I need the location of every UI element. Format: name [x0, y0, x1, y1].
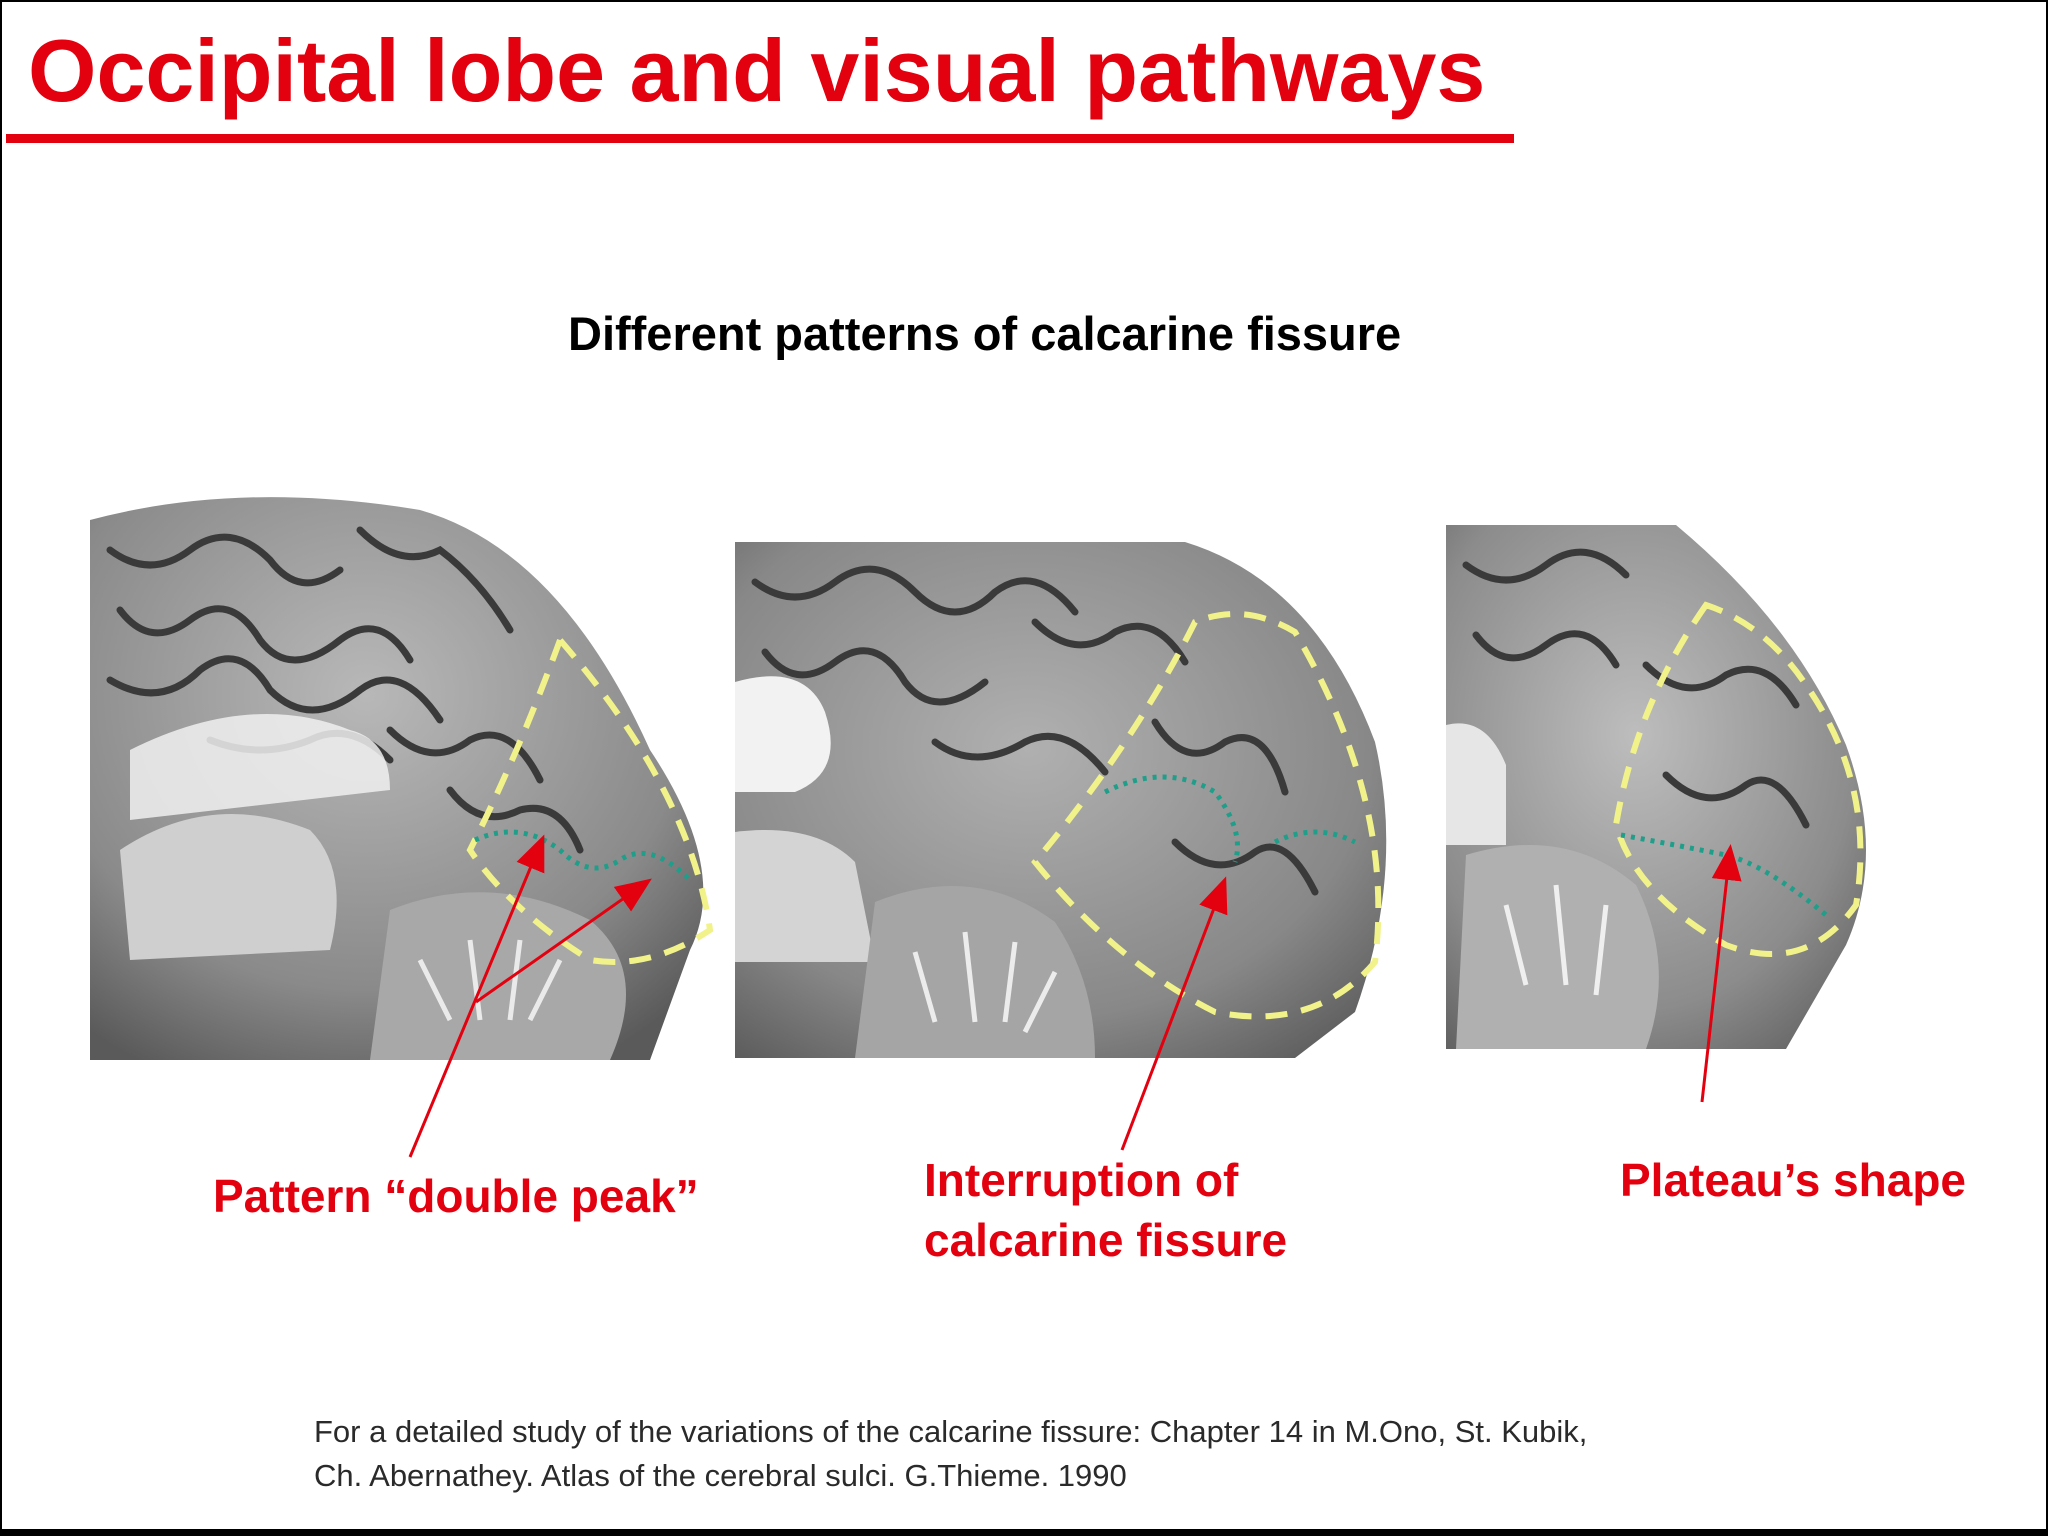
- reference-line-2: Ch. Abernathey. Atlas of the cerebral su…: [314, 1458, 1127, 1493]
- title-underline: [6, 134, 1514, 143]
- callout-plateau-line-1: Plateau’s shape: [1620, 1154, 1967, 1206]
- reference-note: For a detailed study of the variations o…: [314, 1410, 1587, 1498]
- callout-double-peak-line-1: Pattern “double peak”: [213, 1170, 699, 1222]
- callout-interruption-line-1: Interruption of: [924, 1154, 1239, 1206]
- brain-image-interruption: [735, 542, 1435, 1058]
- figure-subtitle: Different patterns of calcarine fissure: [568, 307, 1402, 360]
- brain-image-plateau: [1446, 525, 1886, 1049]
- callout-interruption: Interruption of calcarine fissure: [924, 1150, 1287, 1270]
- callout-interruption-line-2: calcarine fissure: [924, 1214, 1288, 1266]
- reference-line-1: For a detailed study of the variations o…: [314, 1414, 1588, 1449]
- callout-double-peak: Pattern “double peak”: [213, 1166, 699, 1226]
- brain-image-double-peak: [90, 490, 720, 1060]
- callout-plateau: Plateau’s shape: [1620, 1150, 1966, 1210]
- slide-title: Occipital lobe and visual pathways: [28, 21, 1486, 120]
